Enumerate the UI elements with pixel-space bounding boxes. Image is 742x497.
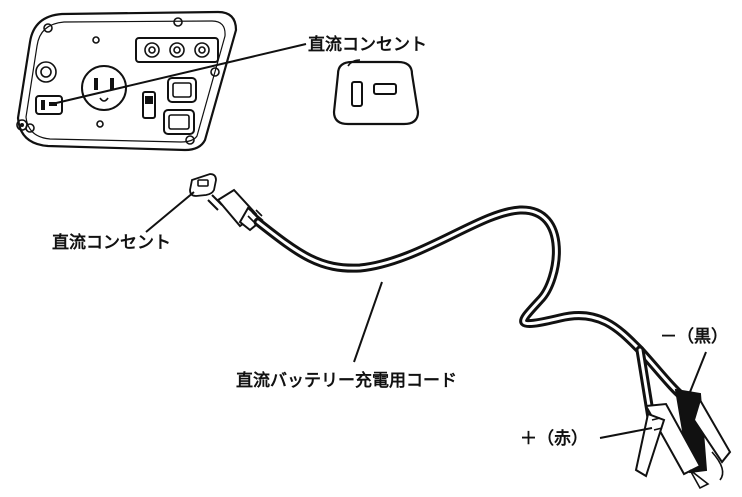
label-positive-clip: ＋（赤） <box>520 428 588 449</box>
label-cord: 直流バッテリー充電用コード <box>236 370 457 391</box>
negative-clip <box>674 388 732 481</box>
leader-line-dc-outlet-plug <box>145 191 195 233</box>
leader-line-negative <box>689 351 707 393</box>
label-dc-outlet-top: 直流コンセント <box>308 34 427 55</box>
positive-clip <box>634 402 710 490</box>
generator-panel <box>16 10 238 152</box>
dc-outlet-closeup <box>332 59 420 126</box>
dc-plug <box>207 188 264 232</box>
charging-cord <box>253 205 687 429</box>
leader-line-dc-outlet-top <box>51 43 307 105</box>
label-dc-outlet-plug: 直流コンセント <box>52 232 171 253</box>
label-negative-clip: －（黒） <box>660 326 728 347</box>
leader-line-cord <box>353 281 383 363</box>
leader-line-positive <box>599 427 653 439</box>
